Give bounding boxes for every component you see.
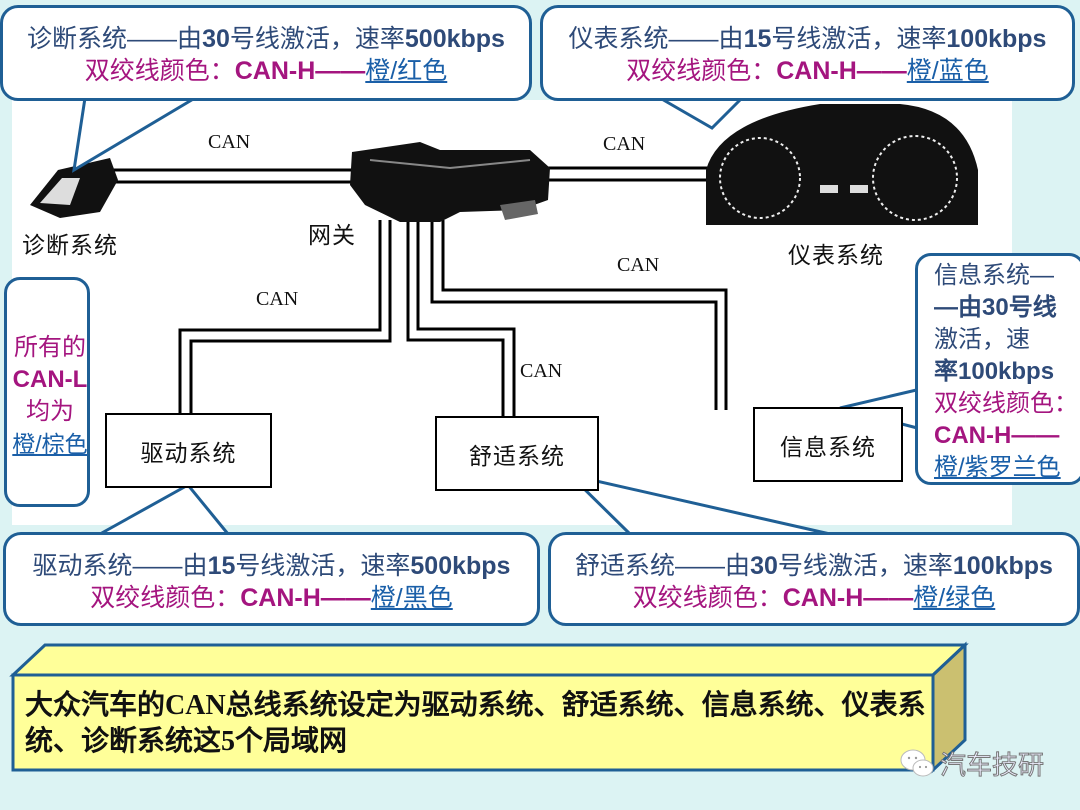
wire-diagnostic — [112, 168, 356, 184]
summary-box-front — [11, 673, 935, 772]
node-label-diagnostic: 诊断系统 — [22, 233, 118, 258]
node-label-comfort: 舒适系统 — [469, 443, 565, 469]
can-l-line2: CAN-L — [12, 366, 88, 393]
gateway-module-icon — [350, 142, 550, 222]
instrument-cluster-icon — [706, 104, 978, 225]
info-line3: 激活，速 — [934, 326, 1030, 353]
info-color: 橙/紫罗兰色 — [934, 454, 1061, 481]
summary-box-top — [9, 643, 969, 677]
info-color-label: 双绞线颜色： — [934, 390, 1078, 417]
can-label-instrument: CAN — [603, 133, 646, 155]
callout-comfort: 舒适系统——由30号线激活，速率100kbps 双绞线颜色：CAN-H——橙/绿… — [548, 532, 1080, 626]
can-l-line3: 均为 — [26, 398, 74, 425]
callout-diagnostic-line2: 双绞线颜色：CAN-H——橙/红色 — [84, 57, 448, 85]
callout-diagnostic-line1: 诊断系统——由30号线激活，速率500kbps — [27, 25, 505, 53]
wire-info — [430, 220, 728, 410]
callout-comfort-line2: 双绞线颜色：CAN-H——橙/绿色 — [632, 584, 996, 612]
node-comfort: 舒适系统 — [435, 416, 599, 491]
can-label-drive: CAN — [256, 288, 299, 310]
gateway-label: 网关 — [308, 223, 356, 248]
wire-comfort — [406, 220, 516, 418]
can-label-diagnostic: CAN — [208, 131, 251, 153]
callout-info: 信息系统— —由30号线 激活，速 率100kbps 双绞线颜色： CAN-H—… — [915, 253, 1080, 485]
callout-diagnostic: 诊断系统——由30号线激活，速率500kbps 双绞线颜色：CAN-H——橙/红… — [0, 5, 532, 101]
callout-drive: 驱动系统——由15号线激活，速率500kbps 双绞线颜色：CAN-H——橙/黑… — [3, 532, 540, 626]
can-l-color: 橙/棕色 — [12, 431, 88, 457]
can-label-info: CAN — [617, 254, 660, 276]
callout-drive-line2: 双绞线颜色：CAN-H——橙/黑色 — [90, 584, 453, 612]
info-line4: 率100kbps — [934, 358, 1055, 385]
callout-tails — [72, 96, 926, 536]
diagnostic-connector-icon — [30, 158, 118, 218]
node-drive: 驱动系统 — [105, 413, 272, 488]
can-l-line1: 所有的 — [14, 334, 86, 361]
node-label-instrument: 仪表系统 — [788, 243, 884, 268]
summary-text: 大众汽车的CAN总线系统设定为驱动系统、舒适系统、信息系统、仪表系统、诊断系统这… — [25, 690, 926, 757]
callout-instrument: 仪表系统——由15号线激活，速率100kbps 双绞线颜色：CAN-H——橙/蓝… — [540, 5, 1075, 101]
callout-comfort-line1: 舒适系统——由30号线激活，速率100kbps — [575, 552, 1053, 580]
callout-drive-line1: 驱动系统——由15号线激活，速率500kbps — [32, 552, 511, 580]
wire-drive — [178, 220, 392, 415]
watermark-text: 汽车技研 — [939, 751, 1045, 782]
info-can-h: CAN-H—— — [934, 422, 1060, 449]
info-line2: —由30号线 — [934, 294, 1057, 321]
callout-instrument-line2: 双绞线颜色：CAN-H——橙/蓝色 — [626, 57, 989, 85]
watermark: 汽车技研 — [900, 745, 1045, 782]
callout-instrument-line1: 仪表系统——由15号线激活，速率100kbps — [568, 25, 1047, 53]
callout-can-l: 所有的 CAN-L 均为 橙/棕色 — [4, 277, 90, 507]
wire-instrument — [540, 166, 712, 182]
can-label-comfort: CAN — [520, 360, 563, 382]
wechat-icon — [900, 749, 934, 776]
info-line1: 信息系统— — [934, 262, 1054, 289]
node-label-info: 信息系统 — [780, 434, 876, 460]
node-info: 信息系统 — [753, 407, 903, 482]
node-label-drive: 驱动系统 — [140, 440, 237, 466]
